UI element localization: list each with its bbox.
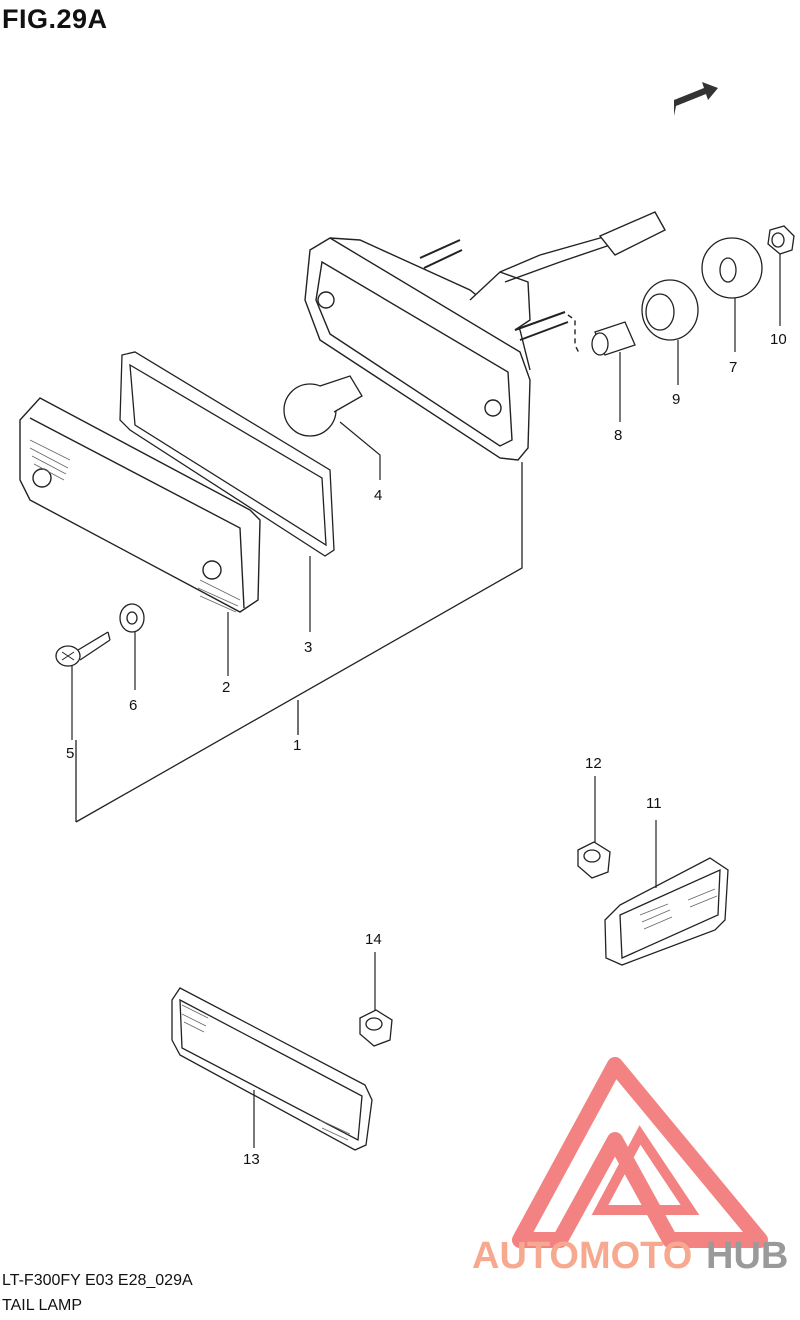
drawing-name: TAIL LAMP: [2, 1297, 83, 1314]
callout-9: 9: [672, 391, 680, 408]
nut-part-10: [767, 225, 795, 255]
callout-labels: 1 2 3 4 5 6 7 8 9 10 11 12 13 14: [66, 331, 787, 1168]
lamp-housing: [304, 211, 666, 461]
collar-part-8: [591, 321, 636, 356]
callout-12: 12: [585, 755, 602, 772]
callout-1: 1: [293, 737, 301, 754]
callout-5: 5: [66, 745, 74, 762]
callout-3: 3: [304, 639, 312, 656]
reflector-part-13: [171, 987, 373, 1151]
washer-part-6: [119, 603, 145, 633]
watermark-part2: HUB: [706, 1235, 788, 1277]
watermark-part1: AUTOMOTO: [472, 1235, 692, 1277]
callout-7: 7: [729, 359, 737, 376]
figure-title: FIG.29A: [2, 4, 108, 34]
drawing-code: LT-F300FY E03 E28_029A: [2, 1272, 193, 1289]
callout-8: 8: [614, 427, 622, 444]
callout-11: 11: [646, 795, 662, 812]
watermark-text: AUTOMOTO HUB: [472, 1235, 788, 1277]
gasket-part-3: [119, 351, 335, 557]
callout-10: 10: [770, 331, 787, 348]
leader-lines: [71, 254, 781, 1148]
screw-part-5: [55, 631, 111, 667]
fwd-arrow-icon: FWD: [674, 82, 718, 116]
callout-4: 4: [374, 487, 382, 504]
washer-part-7: [701, 237, 763, 299]
automotohub-logo: [512, 1057, 768, 1248]
grommet-part-9: [641, 279, 699, 341]
lens-part-2: [19, 397, 261, 613]
callout-2: 2: [222, 679, 230, 696]
reflector-part-11: [604, 857, 729, 966]
part1-bracket: [75, 462, 523, 823]
callout-6: 6: [129, 697, 137, 714]
callout-14: 14: [365, 931, 382, 948]
callout-13: 13: [243, 1151, 260, 1168]
nut-part-12: [577, 841, 611, 879]
bulb-part-4: [283, 375, 363, 437]
nut-part-14: [359, 1009, 393, 1047]
